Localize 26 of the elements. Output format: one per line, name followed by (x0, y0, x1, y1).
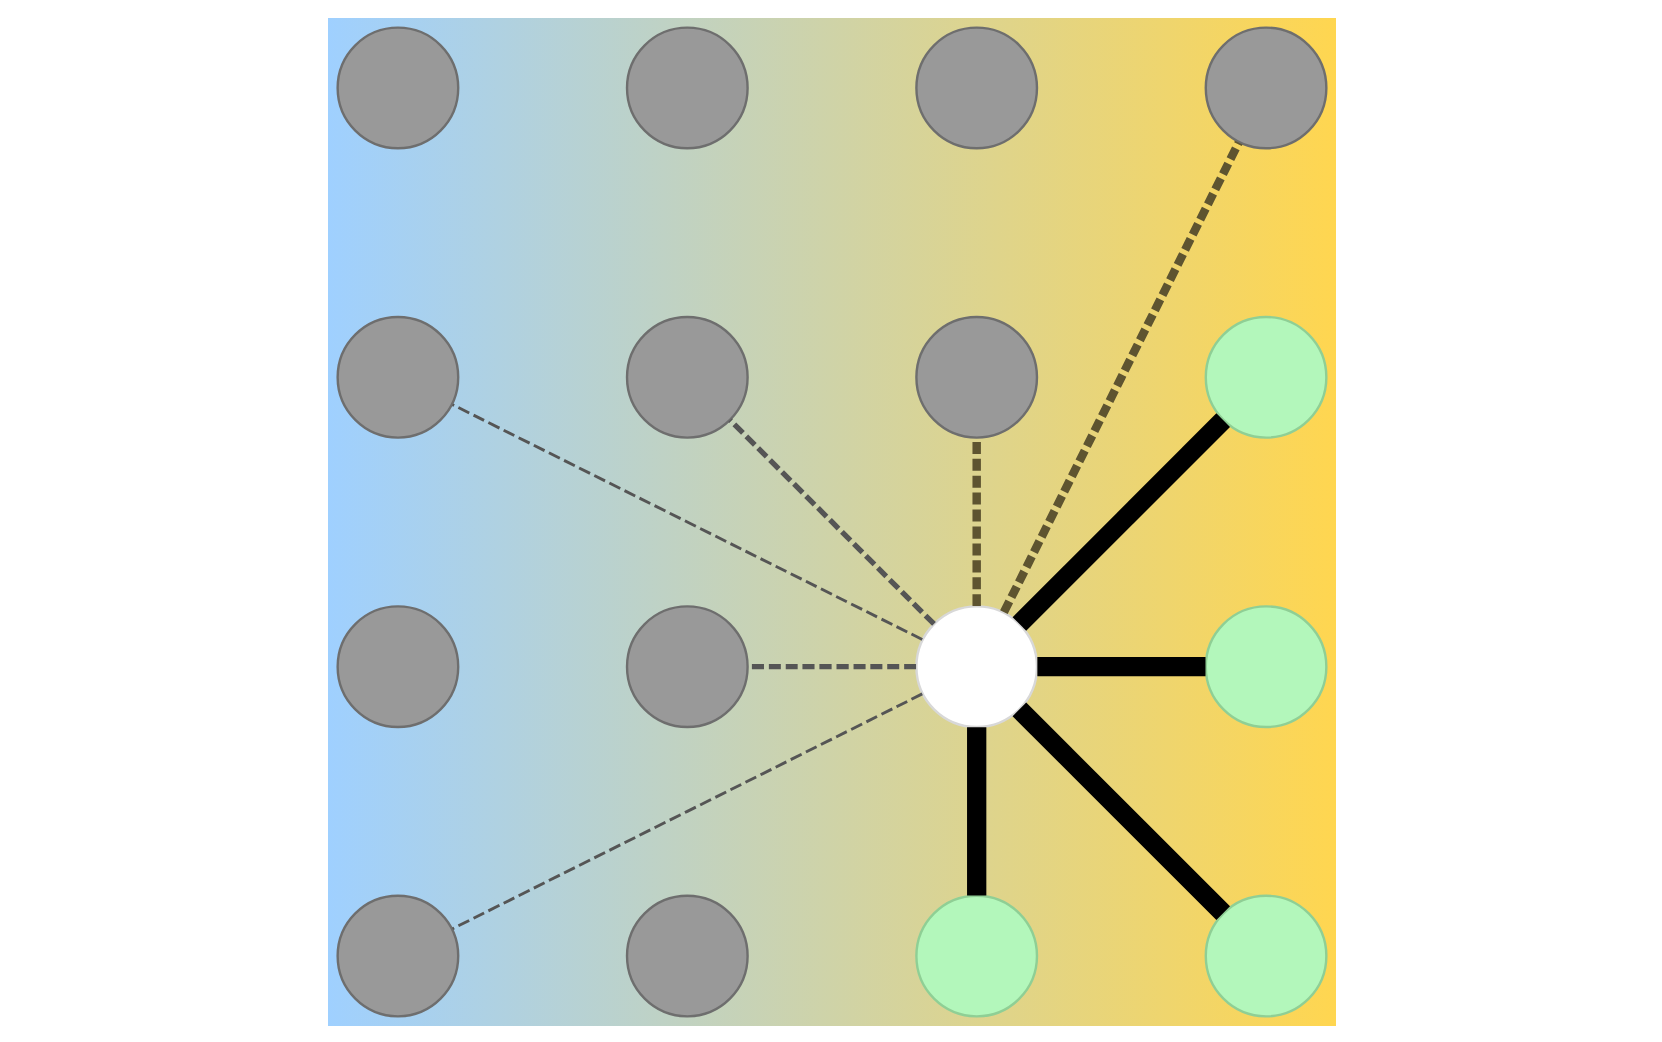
node-circle (914, 893, 1038, 1017)
node-circle (335, 314, 459, 438)
node-circle (624, 25, 748, 149)
connector (971, 436, 980, 605)
connector (451, 691, 922, 929)
connector (451, 402, 922, 640)
connector (727, 417, 935, 625)
connector (746, 663, 915, 669)
connector (1011, 701, 1229, 919)
connector (966, 726, 986, 895)
node-circle (335, 604, 459, 728)
node-circle (335, 893, 459, 1017)
node-circle (335, 25, 459, 149)
node-circle (914, 604, 1038, 728)
node-circle (1203, 604, 1327, 728)
node-circle (1203, 893, 1327, 1017)
node-circle (624, 314, 748, 438)
connector (999, 139, 1242, 614)
node-circle (624, 893, 748, 1017)
node-circle (914, 25, 1038, 149)
node-circle (624, 604, 748, 728)
connector (1036, 656, 1205, 676)
node-circle (914, 314, 1038, 438)
connector (1011, 412, 1229, 630)
node-circle (1203, 25, 1327, 149)
node-circle (1203, 314, 1327, 438)
